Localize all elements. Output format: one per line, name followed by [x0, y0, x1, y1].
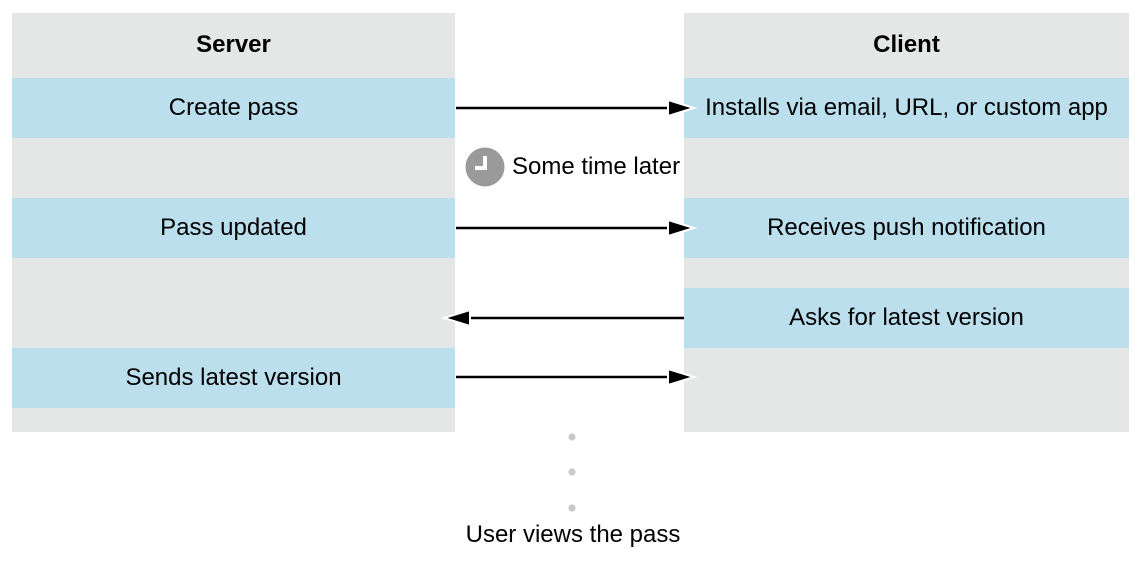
some-time-later-annotation: Some time later [465, 147, 680, 187]
vertical-ellipsis-dots [568, 433, 576, 512]
client-column: Client Installs via email, URL, or custo… [684, 13, 1129, 432]
client-row-spacer-3 [684, 348, 1129, 432]
server-row-spacer-3 [12, 408, 455, 432]
server-row-create-pass: Create pass [12, 78, 455, 138]
some-time-later-label: Some time later [512, 153, 681, 180]
client-row-receives-push: Receives push notification [684, 198, 1129, 258]
server-column: Server Create pass Pass updated Sends la… [12, 13, 455, 432]
server-row-pass-updated-label: Pass updated [160, 213, 307, 241]
user-views-pass-label: User views the pass [465, 521, 681, 548]
server-title: Server [196, 31, 271, 59]
server-row-spacer-2 [12, 258, 455, 348]
client-row-asks-latest: Asks for latest version [684, 288, 1129, 348]
ellipsis-dot [568, 504, 576, 512]
client-row-spacer-2 [684, 258, 1129, 288]
client-header: Client [684, 13, 1129, 78]
server-row-sends-latest-label: Sends latest version [125, 363, 342, 391]
ellipsis-dot [568, 468, 576, 476]
arrow-create-pass-to-installs [456, 98, 698, 118]
server-row-spacer-1 [12, 138, 455, 198]
arrow-asks-latest-to-server [440, 308, 684, 328]
client-title: Client [873, 31, 940, 59]
server-header: Server [12, 13, 455, 78]
server-row-pass-updated: Pass updated [12, 198, 455, 258]
client-row-installs-label: Installs via email, URL, or custom app [705, 93, 1108, 121]
client-row-installs: Installs via email, URL, or custom app [684, 78, 1129, 138]
server-row-create-pass-label: Create pass [168, 93, 299, 121]
arrow-pass-updated-to-receives-push [456, 218, 698, 238]
ellipsis-dot [568, 433, 576, 441]
clock-icon [465, 147, 505, 187]
client-row-asks-latest-label: Asks for latest version [789, 303, 1024, 331]
server-row-sends-latest: Sends latest version [12, 348, 455, 408]
client-row-spacer-1 [684, 138, 1129, 198]
arrow-sends-latest-to-client [456, 367, 698, 387]
client-row-receives-push-label: Receives push notification [767, 213, 1046, 241]
